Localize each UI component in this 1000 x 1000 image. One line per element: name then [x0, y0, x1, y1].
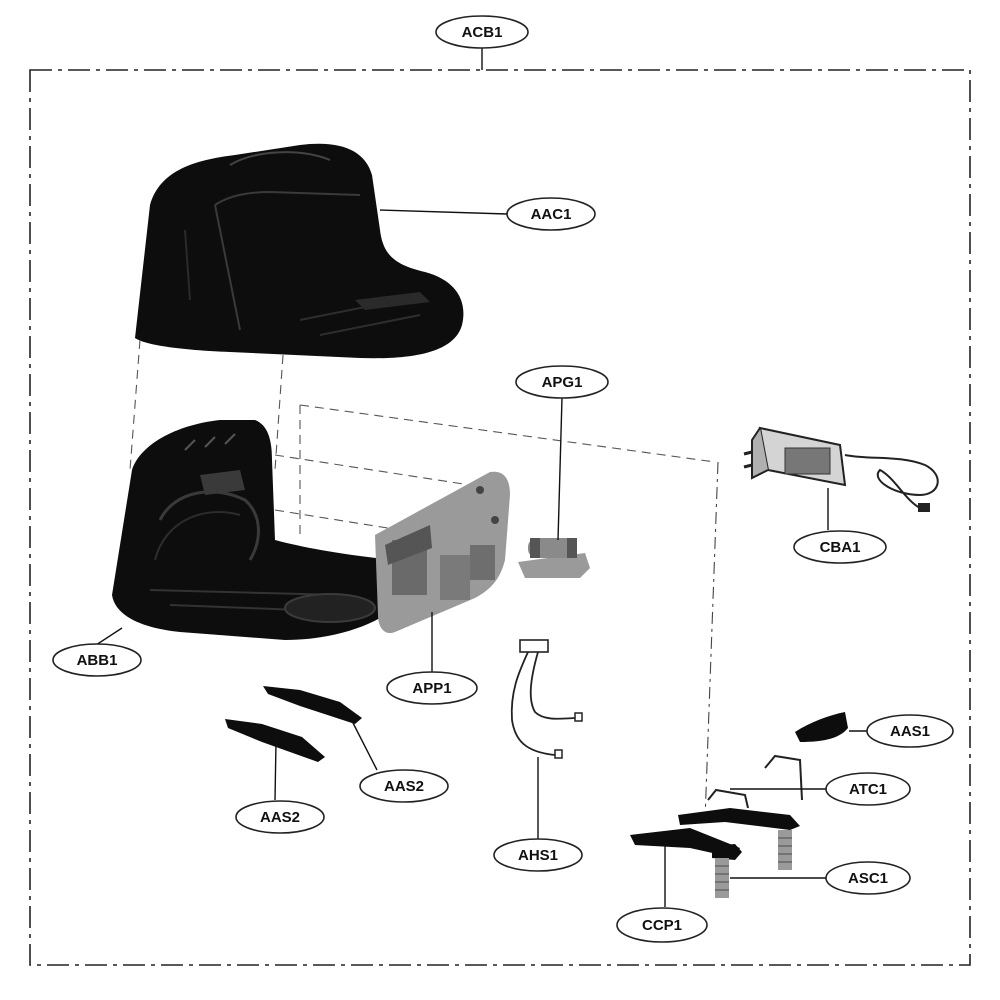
part-aac1-top-cover [135, 143, 464, 359]
alignment-lines [129, 339, 719, 821]
callout-cba1: CBA1 [793, 530, 887, 564]
leader-lines [95, 47, 868, 907]
callout-aas2-right: AAS2 [359, 769, 449, 803]
assembly-boundary [29, 69, 971, 966]
label-asc1: ASC1 [848, 870, 888, 887]
callout-aas2-left: AAS2 [235, 800, 325, 834]
part-app1-pcb [375, 471, 510, 634]
callout-apg1: APG1 [515, 365, 609, 399]
label-aac1: AAC1 [531, 206, 572, 223]
callout-abb1: ABB1 [52, 643, 142, 677]
part-abb1-base [112, 420, 404, 640]
label-app1: APP1 [412, 680, 451, 697]
label-abb1: ABB1 [77, 652, 118, 669]
label-aas2-left: AAS2 [260, 809, 300, 826]
label-aas2-right: AAS2 [384, 778, 424, 795]
callout-acb1: ACB1 [435, 15, 529, 49]
callout-aas1: AAS1 [866, 714, 954, 748]
callout-aac1: AAC1 [506, 197, 596, 231]
part-ahs1-wire-harness [510, 639, 583, 759]
callout-atc1: ATC1 [825, 772, 911, 806]
label-aas1: AAS1 [890, 723, 930, 740]
label-ahs1: AHS1 [518, 847, 558, 864]
callout-ahs1: AHS1 [493, 838, 583, 872]
part-aas2-pads [225, 686, 362, 762]
label-cba1: CBA1 [820, 539, 861, 556]
part-aas1-pad [795, 712, 848, 742]
part-apg1-connector [518, 538, 590, 578]
label-apg1: APG1 [542, 374, 583, 391]
callout-app1: APP1 [386, 671, 478, 705]
label-ccp1: CCP1 [642, 917, 682, 934]
part-cba1-power-adapter [743, 426, 939, 512]
part-terminals-contacts [630, 754, 803, 898]
label-atc1: ATC1 [849, 781, 887, 798]
label-acb1: ACB1 [462, 24, 503, 41]
callout-asc1: ASC1 [825, 861, 911, 895]
callout-ccp1: CCP1 [616, 907, 708, 943]
